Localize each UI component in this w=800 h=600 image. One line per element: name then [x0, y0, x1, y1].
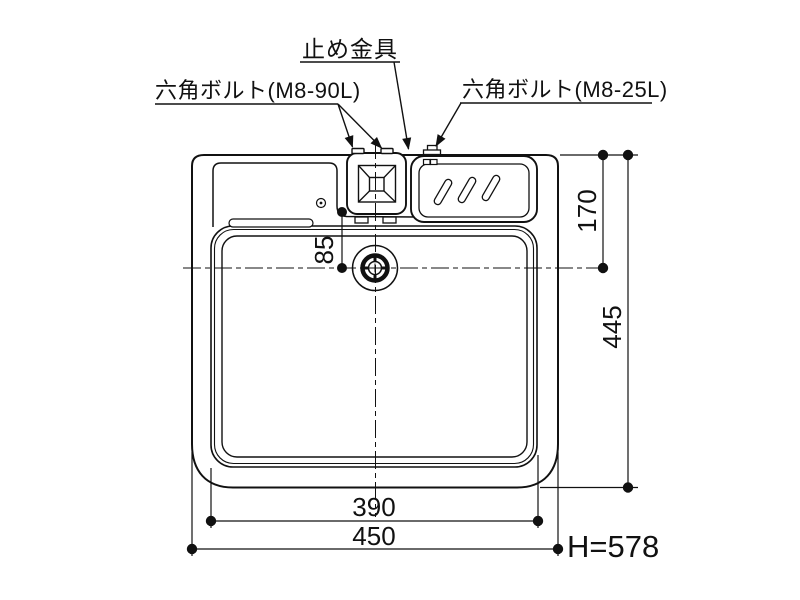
basin-floor-edge [221, 235, 528, 458]
dimension-445 [622, 149, 634, 493]
soap-dish-inner [418, 163, 530, 218]
faucet-box-tab-right [382, 216, 397, 224]
hex-bolt-long-callout-label: 六角ボルト(M8-90L) [155, 78, 361, 103]
soap-dish-slot [481, 174, 501, 202]
dim-endpoint-dot [622, 149, 634, 161]
dim-endpoint-dot [205, 515, 217, 527]
faucet-box-tab-left [354, 216, 369, 224]
basin-rim-outer [210, 225, 538, 468]
dim-endpoint-dot [597, 149, 609, 161]
dim-label-450: 450 [352, 521, 395, 551]
faucet-mount-diagonals [358, 165, 396, 203]
soap-dish-outer [410, 155, 538, 223]
dim-endpoint-dot [532, 515, 544, 527]
deck-drain-slot [228, 218, 314, 228]
dimension-450 [186, 543, 564, 555]
dim-label-170: 170 [572, 189, 602, 232]
soap-dish-slot [433, 178, 453, 206]
leader-hex-bolt-long-2 [337, 103, 383, 149]
faucet-mount-box [346, 152, 407, 215]
faucet-mount-inner-square [357, 164, 397, 203]
hex-bolt-short [422, 144, 442, 156]
pan-outer-body [191, 154, 559, 489]
dimension-85 [337, 207, 348, 274]
dim-label-85: 85 [309, 236, 339, 265]
soap-dish-slot [457, 176, 477, 204]
stopper-callout-label: 止め金具 [302, 36, 398, 62]
deck-screw-hole [315, 197, 327, 209]
dim-endpoint-dot [337, 207, 348, 218]
faucet-mount-center-square [368, 176, 385, 192]
dim-endpoint-dot [597, 262, 609, 274]
hex-bolt-long-head-left [351, 147, 365, 155]
dim-label-445: 445 [597, 305, 627, 348]
deck-screw-hole-center [319, 201, 323, 205]
stopper-fitting [422, 158, 438, 166]
dim-endpoint-dot [337, 263, 348, 274]
leader-hex-bolt-long-1 [337, 103, 354, 148]
dim-endpoint-dot [552, 543, 564, 555]
dim-label-height: H=578 [567, 529, 659, 564]
hex-bolt-short-callout-label: 六角ボルト(M8-25L) [462, 77, 668, 102]
soap-dish-slots [433, 174, 501, 206]
leader-stopper [393, 61, 412, 150]
leader-hex-bolt-short [435, 102, 462, 147]
dimension-170 [597, 149, 609, 274]
dim-label-390: 390 [352, 492, 395, 522]
hex-bolt-long-head-right [380, 147, 394, 155]
dimension-390 [205, 515, 544, 527]
dim-endpoint-dot [186, 543, 198, 555]
basin-rim-inner [213, 228, 535, 465]
dim-endpoint-dot [622, 482, 634, 493]
